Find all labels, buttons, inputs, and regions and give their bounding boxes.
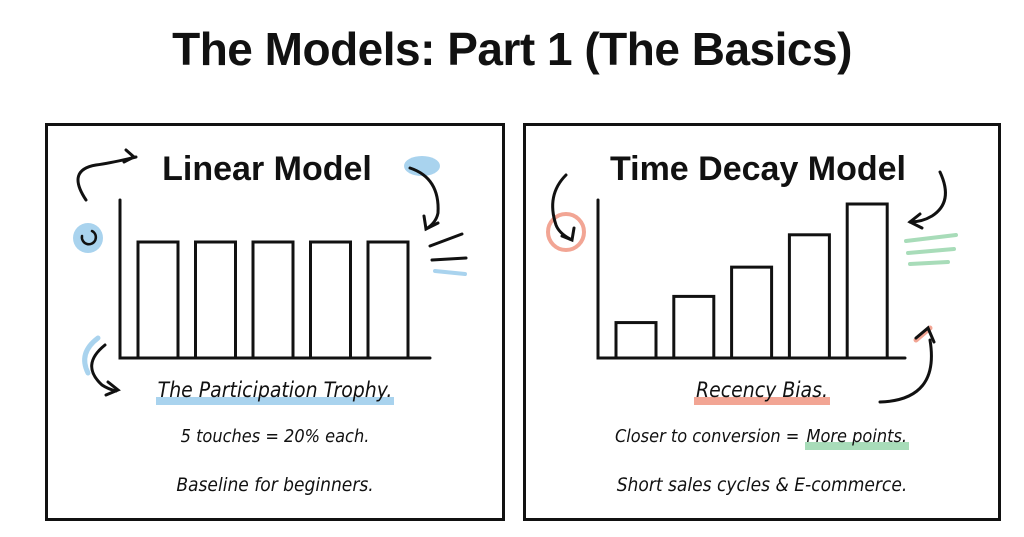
chart-bar <box>136 240 180 360</box>
chart-bar <box>730 265 774 360</box>
description-highlight: More points. <box>804 426 910 450</box>
arrowhead-icon <box>560 226 576 243</box>
motion-lines-icon <box>433 269 467 276</box>
page-title: The Models: Part 1 (The Basics) <box>172 23 852 75</box>
chart-bar <box>614 321 658 360</box>
chart-bar <box>251 240 295 360</box>
curved-arrow-icon <box>90 343 118 393</box>
description-text: Closer to conversion = <box>614 426 805 447</box>
time-decay-model-subtitle: Recency Bias. <box>526 378 998 405</box>
curved-arrow-icon <box>908 170 947 224</box>
arrowhead-icon <box>122 148 137 164</box>
chart-axes <box>118 198 432 360</box>
blue-highlight-icon <box>404 156 440 176</box>
time-decay-model-panel: Time Decay Model Recency Bias. Closer to… <box>523 123 1001 521</box>
linear-model-subtitle-text: The Participation Trophy. <box>155 378 395 405</box>
blue-stroke-icon <box>82 335 101 376</box>
time-decay-model-description: Closer to conversion = More points. <box>526 426 998 450</box>
motion-lines-icon <box>904 233 958 266</box>
linear-model-panel: Linear Model The Participation Trophy. 5… <box>45 123 505 521</box>
arrowhead-icon <box>907 212 924 230</box>
motion-lines-icon <box>428 232 468 262</box>
bar-sketches <box>118 198 907 360</box>
arrowhead-icon <box>422 214 440 232</box>
time-decay-model-heading: Time Decay Model <box>609 150 907 188</box>
chart-bar <box>845 202 889 360</box>
chart-bar <box>787 233 831 360</box>
chart-bar <box>366 240 410 360</box>
chart-bar <box>672 294 716 360</box>
chart-axes <box>596 198 907 360</box>
time-decay-model-use-case: Short sales cycles & E-commerce. <box>616 474 908 496</box>
curved-arrow-icon <box>76 155 138 202</box>
curved-arrow-icon <box>551 173 572 241</box>
curved-arrow-icon <box>878 338 933 404</box>
time-decay-model-subtitle-text: Recency Bias. <box>694 378 830 405</box>
spiral-icon <box>80 229 98 246</box>
linear-model-use-case: Baseline for beginners. <box>176 474 374 496</box>
red-circle-icon <box>546 212 586 252</box>
arrowhead-icon <box>914 325 936 344</box>
blue-dot-icon <box>73 223 103 253</box>
chart-bar <box>309 240 352 360</box>
linear-model-heading: Linear Model <box>162 150 372 188</box>
linear-model-subtitle: The Participation Trophy. <box>48 378 502 405</box>
linear-model-description: 5 touches = 20% each. <box>180 426 370 447</box>
chart-bar <box>194 240 237 360</box>
arrowhead-icon <box>104 380 121 397</box>
